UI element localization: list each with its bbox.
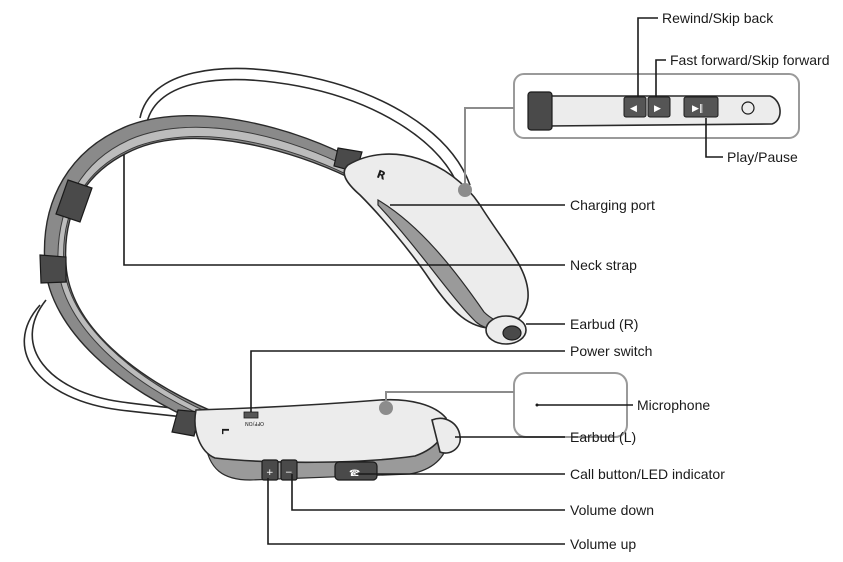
label-power-switch: Power switch — [570, 343, 652, 359]
play-pause-icon: ▶‖ — [692, 104, 703, 114]
volume-down-button[interactable] — [280, 459, 298, 481]
rewind-button[interactable] — [623, 96, 647, 118]
label-volume-up: Volume up — [570, 536, 636, 552]
labels: Rewind/Skip back Fast forward/Skip forwa… — [570, 10, 830, 552]
label-microphone: Microphone — [637, 397, 710, 413]
label-fast-forward: Fast forward/Skip forward — [670, 52, 830, 68]
band-joint-lower — [39, 254, 67, 284]
minus-mark: − — [285, 468, 293, 478]
earbud-left — [431, 417, 461, 454]
left-side-mark: L — [219, 428, 230, 435]
play-pause-button[interactable] — [683, 96, 719, 118]
rewind-icon: ◀ — [630, 104, 637, 114]
power-switch[interactable] — [243, 411, 259, 419]
fast-forward-button[interactable] — [647, 96, 671, 118]
inset-port — [741, 101, 755, 115]
band-joint-upper — [55, 179, 93, 223]
leader-lines — [123, 17, 723, 545]
earbud-right — [485, 315, 527, 345]
left-pod: + − ☎ OFF/ON L — [194, 398, 461, 481]
fast-forward-icon: ▶ — [654, 104, 661, 114]
label-neck-strap: Neck strap — [570, 257, 637, 273]
neck-band — [39, 115, 363, 437]
media-controls-inset: ◀ ▶ ▶‖ — [513, 73, 800, 139]
label-volume-down: Volume down — [570, 502, 654, 518]
label-earbud-r: Earbud (R) — [570, 316, 638, 332]
band-joint-left — [171, 409, 201, 437]
label-charging-port: Charging port — [570, 197, 655, 213]
label-call-button: Call button/LED indicator — [570, 466, 725, 482]
label-earbud-l: Earbud (L) — [570, 429, 636, 445]
callout-connectors — [379, 107, 514, 415]
switch-text: OFF/ON — [245, 420, 264, 426]
volume-up-button[interactable] — [261, 459, 279, 481]
call-button[interactable] — [334, 461, 378, 481]
plus-mark: + — [266, 468, 274, 478]
label-play-pause: Play/Pause — [727, 149, 798, 165]
phone-icon: ☎ — [349, 469, 360, 479]
label-rewind: Rewind/Skip back — [662, 10, 774, 26]
right-pod: R — [343, 153, 529, 345]
